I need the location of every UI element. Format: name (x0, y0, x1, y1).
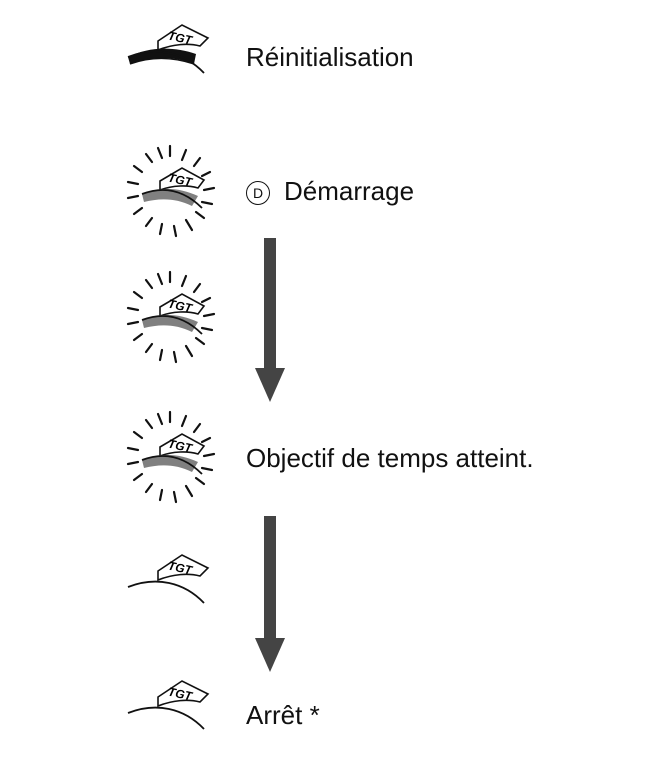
step-label-target-reached: Objectif de temps atteint. (246, 443, 534, 473)
tgt-indicator-flashing-icon: TGT (118, 138, 228, 248)
svg-text:TGT: TGT (167, 171, 195, 190)
tgt-indicator-flashing-icon: TGT (118, 404, 228, 514)
svg-text:TGT: TGT (167, 437, 195, 456)
step-label-stop: Arrêt * (246, 700, 320, 730)
tgt-indicator-off-icon: TGT (118, 664, 228, 774)
step-label-start-text: Démarrage (284, 176, 415, 206)
tgt-indicator-off-icon: TGT (118, 538, 228, 648)
down-arrow-icon (255, 238, 285, 402)
tgt-indicator-flashing-icon: TGT (118, 264, 228, 374)
svg-text:TGT: TGT (167, 559, 195, 578)
tgt-indicator-solid-icon: TGT (118, 8, 228, 118)
svg-text:TGT: TGT (167, 685, 195, 704)
down-arrow-icon (255, 516, 285, 672)
svg-text:TGT: TGT (167, 297, 195, 316)
svg-text:TGT: TGT (167, 29, 195, 48)
step-label-reset: Réinitialisation (246, 42, 414, 72)
step-label-start: D Démarrage (246, 176, 414, 206)
d-circle-badge: D (246, 181, 270, 205)
